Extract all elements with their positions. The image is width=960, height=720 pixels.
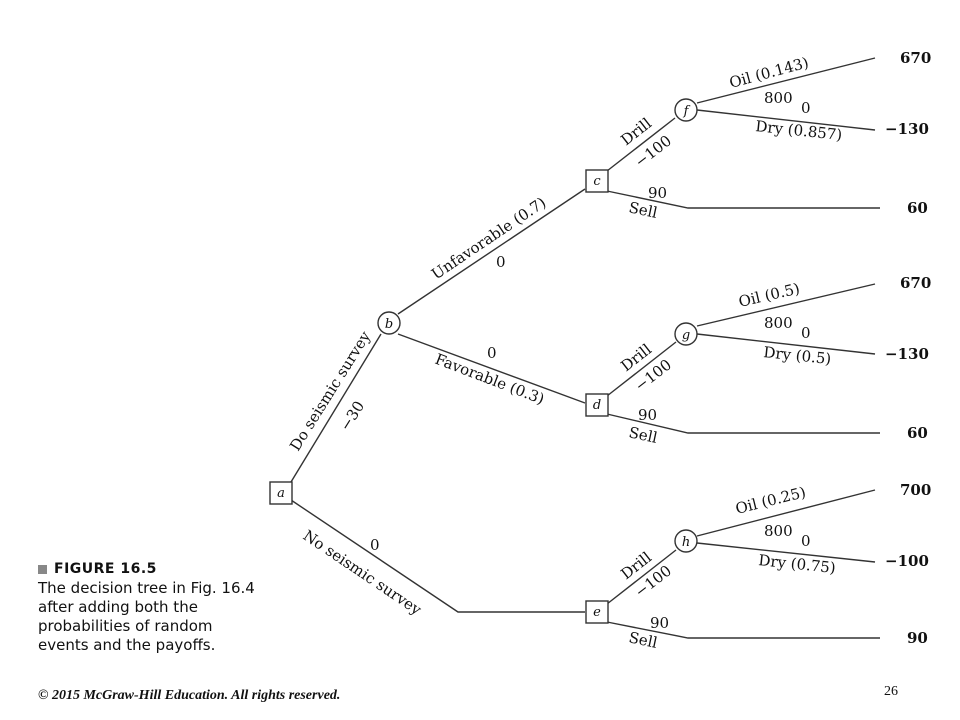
node-h: h xyxy=(674,529,698,553)
e-sell-val-label: 90 xyxy=(650,614,669,632)
e-sell-label: Sell xyxy=(627,628,659,652)
edge-h-oil xyxy=(696,489,876,537)
d-sell-val-label: 90 xyxy=(638,406,657,424)
unfavorable-label: Unfavorable (0.7) xyxy=(428,193,549,283)
edge-c-sell xyxy=(606,190,880,209)
node-b: b xyxy=(377,311,401,335)
g-oil-label: Oil (0.5) xyxy=(737,279,802,311)
no-survey-label: No seismic survey xyxy=(300,526,425,619)
f-dry-val-label: 0 xyxy=(801,99,811,117)
payoff-g-dry: −130 xyxy=(885,345,929,363)
node-c-label: c xyxy=(593,174,601,189)
caption-line: The decision tree in Fig. 16.4 xyxy=(38,579,255,597)
payoff-f-dry: −130 xyxy=(885,120,929,138)
h-dry-label: Dry (0.75) xyxy=(758,551,837,577)
tree-edges xyxy=(290,57,880,639)
unfavorable-val-label: 0 xyxy=(496,253,506,271)
do-survey-label: Do seismic survey xyxy=(286,328,374,455)
node-d-label: d xyxy=(593,398,601,413)
payoffs: 670 −130 60 670 −130 60 700 −100 90 xyxy=(885,49,931,647)
edge-g-oil xyxy=(696,283,876,327)
edge-e-sell xyxy=(606,621,880,639)
c-sell-val-label: 90 xyxy=(648,184,667,202)
edge-b-d xyxy=(397,333,586,404)
edge-h-dry xyxy=(696,542,876,563)
h-dry-val-label: 0 xyxy=(801,532,811,550)
node-e: e xyxy=(585,600,609,624)
node-f-label: f xyxy=(683,104,691,119)
edge-g-dry xyxy=(696,333,876,355)
g-dry-val-label: 0 xyxy=(801,324,811,342)
favorable-val-label: 0 xyxy=(487,344,497,362)
c-sell-label: Sell xyxy=(627,198,659,222)
node-b-label: b xyxy=(385,317,393,332)
no-survey-cost-label: 0 xyxy=(370,536,380,554)
caption-line: probabilities of random xyxy=(38,617,213,635)
edge-a-e xyxy=(290,499,585,613)
node-a: a xyxy=(269,481,293,505)
d-sell-label: Sell xyxy=(627,423,659,447)
payoff-d-sell: 60 xyxy=(907,424,928,442)
node-g: g xyxy=(674,322,698,346)
node-f: f xyxy=(674,98,698,122)
f-oil-val-label: 800 xyxy=(764,89,793,107)
g-oil-val-label: 800 xyxy=(764,314,793,332)
edge-a-b xyxy=(290,333,382,483)
figure-heading: FIGURE 16.5 xyxy=(38,560,288,579)
figure-marker-icon xyxy=(38,565,47,574)
edge-c-f xyxy=(606,117,676,172)
copyright-footer: © 2015 McGraw-Hill Education. All rights… xyxy=(38,688,341,703)
h-oil-val-label: 800 xyxy=(764,522,793,540)
node-e-label: e xyxy=(593,605,601,620)
figure-caption: FIGURE 16.5 The decision tree in Fig. 16… xyxy=(38,560,288,655)
h-oil-label: Oil (0.25) xyxy=(734,483,808,518)
payoff-h-dry: −100 xyxy=(885,552,929,570)
node-d: d xyxy=(585,393,609,417)
edge-d-g xyxy=(606,341,677,397)
edge-e-h xyxy=(606,549,677,605)
do-survey-cost-label: −30 xyxy=(336,398,368,434)
payoff-c-sell: 60 xyxy=(907,199,928,217)
f-oil-label: Oil (0.143) xyxy=(727,53,810,91)
f-dry-label: Dry (0.857) xyxy=(755,117,843,144)
node-a-label: a xyxy=(277,486,285,501)
g-dry-label: Dry (0.5) xyxy=(763,343,833,368)
node-c: c xyxy=(585,169,609,193)
payoff-g-oil: 670 xyxy=(900,274,931,292)
edge-d-sell xyxy=(606,413,880,434)
node-g-label: g xyxy=(682,328,690,343)
figure-heading-text: FIGURE 16.5 xyxy=(54,561,157,577)
page-number: 26 xyxy=(884,684,898,699)
caption-line: events and the payoffs. xyxy=(38,636,216,654)
payoff-e-sell: 90 xyxy=(907,629,928,647)
payoff-f-oil: 670 xyxy=(900,49,931,67)
node-h-label: h xyxy=(682,535,690,550)
payoff-h-oil: 700 xyxy=(900,481,931,499)
edge-f-dry xyxy=(696,109,876,131)
caption-line: after adding both the xyxy=(38,598,198,616)
edge-f-oil xyxy=(696,57,876,104)
edge-b-c xyxy=(397,188,586,315)
